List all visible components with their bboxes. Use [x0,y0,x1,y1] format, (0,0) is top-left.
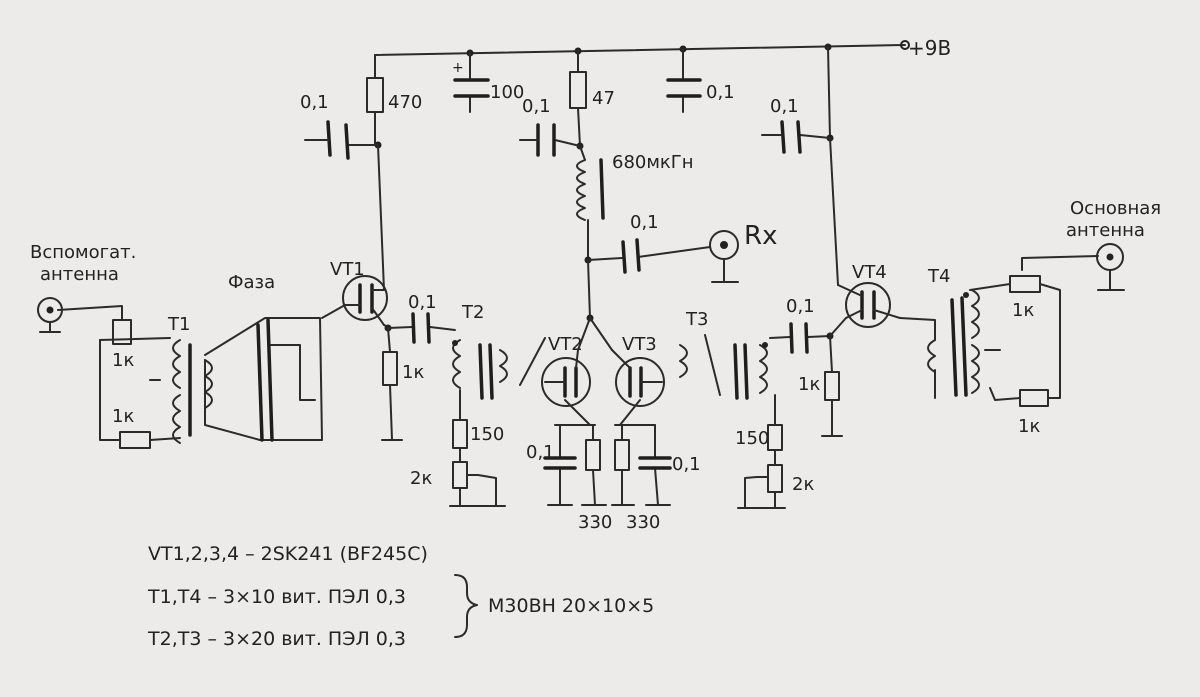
transformer-t1 [112,319,213,449]
capacitor-c-vt1-dec [304,120,350,160]
transistor-vt1 [342,275,388,326]
label-main-antenna-1: Основная [1070,198,1161,219]
resistor-150-left [452,419,468,449]
capacitor-c-rx [621,238,641,274]
label-t4: T4 [927,266,950,287]
transistor-vt3 [611,349,665,407]
label-r-1k-t4-top: 1к [1012,300,1034,321]
label-c-src-right: 0,1 [672,454,701,475]
label-vt1: VT1 [330,259,365,280]
label-t1: T1 [167,314,190,335]
main-antenna-connector [1096,243,1125,291]
label-r-1k-t4-bot: 1к [1018,416,1040,437]
inductor-680uh [576,158,605,221]
label-c-top: 0,1 [706,82,735,103]
resistor-330-right [614,439,630,471]
label-c-mid-dec: 0,1 [522,96,551,117]
label-c-vt4-dec: 0,1 [770,96,799,117]
phase-switch [256,318,274,442]
resistor-47 [569,71,587,109]
label-pot-2k-right: 2к [792,474,814,495]
label-pot-2k-left: 2к [410,468,432,489]
capacitor-c-top [666,78,702,98]
svg-text:+: + [452,60,464,76]
label-r-150-right: 150 [735,428,769,449]
capacitor-c-vt4-dec [761,120,802,154]
rx-connector [709,230,739,283]
label-t2: T2 [461,302,484,323]
capacitor-c-src-left [543,456,577,470]
label-vt2: VT2 [548,334,583,355]
note-core: М30ВН 20×10×5 [488,595,654,617]
capacitor-c-vt1-out [411,312,431,344]
label-r-mid: 47 [592,88,615,109]
label-vt4: VT4 [852,262,887,283]
label-r-1k-t1-top: 1к [112,350,134,371]
label-c-src-left: 0,1 [526,442,555,463]
label-supply: +9В [908,36,951,60]
label-main-antenna-2: антенна [1066,220,1145,241]
note-transistors: VT1,2,3,4 – 2SK241 (BF245C) [148,543,428,565]
aux-antenna-connector [37,297,63,333]
note-t1-t4: T1,T4 – 3×10 вит. ПЭЛ 0,3 [147,586,406,608]
ground-ticks [381,435,843,509]
label-rx: Rx [744,221,777,251]
resistor-330-left [585,439,601,471]
resistor-1k-vt1 [382,351,398,386]
label-r-1k-vt4: 1к [798,374,820,395]
potentiometer-2k-left [452,461,479,489]
capacitor-c-src-right [638,456,672,470]
capacitor-c-vt4-in [789,322,809,354]
transistor-vt2 [541,349,591,407]
label-t3: T3 [685,309,708,330]
transformer-t4 [927,275,1049,407]
note-t2-t3: T2,T3 – 3×20 вит. ПЭЛ 0,3 [147,628,406,650]
potentiometer-2k-right [756,464,783,493]
label-c-vt1-out: 0,1 [408,292,437,313]
resistor-470 [366,77,384,113]
label-c-bulk: 100 [490,82,524,103]
label-c-vt1-dec: 0,1 [300,92,329,113]
label-aux-antenna-2: антенна [40,264,119,285]
label-aux-antenna-1: Вспомогат. [30,242,136,263]
label-r-1k-t1-bot: 1к [112,406,134,427]
label-inductor: 680мкГн [612,152,694,173]
transistor-vt4 [837,282,901,328]
label-r-150-left: 150 [470,424,504,445]
label-r-1k-vt1: 1к [402,362,424,383]
label-r-330-right: 330 [626,512,660,533]
transformer-t3 [679,334,768,400]
label-c-rx: 0,1 [630,212,659,233]
resistor-150-right [767,424,783,451]
label-phase: Фаза [228,272,275,293]
capacitor-100uf: + [452,60,490,98]
label-r-vt1: 470 [388,92,422,113]
label-c-vt4-in: 0,1 [786,296,815,317]
transformer-t2 [452,337,546,400]
label-vt3: VT3 [622,334,657,355]
capacitor-c-mid-dec [519,123,556,157]
label-r-330-left: 330 [578,512,612,533]
resistor-1k-vt4 [824,371,840,401]
note-brace [454,574,478,638]
